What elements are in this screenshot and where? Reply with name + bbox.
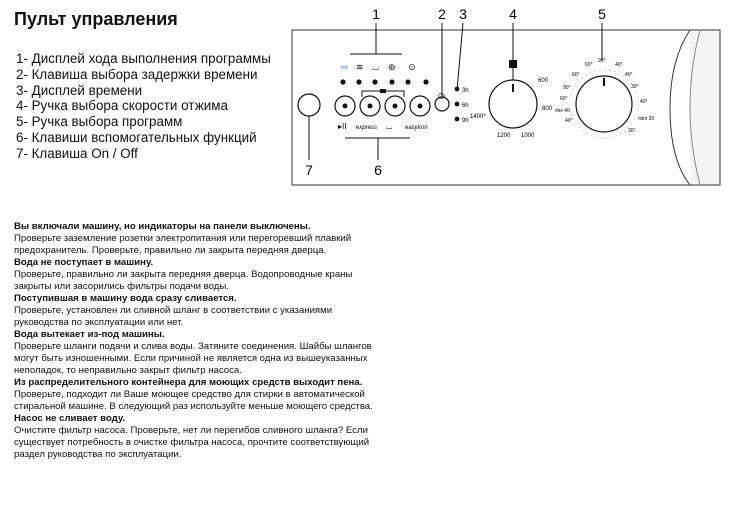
- spin-1200: 1200: [497, 133, 511, 139]
- prog-40: 40°: [640, 99, 648, 105]
- indicator-led: [389, 79, 395, 85]
- progress-display: ⇨ ≋ ⌴ ⊛ ⊙: [340, 62, 429, 85]
- prog-mix40: mix 40: [555, 108, 570, 114]
- indicator-led: [340, 79, 346, 85]
- spin-1400: 1400*: [470, 114, 486, 120]
- trouble-answer: Проверьте заземление розетки электропита…: [14, 233, 352, 256]
- prog-30b: 30°: [628, 128, 636, 134]
- indicator-led: [372, 79, 378, 85]
- program-knob: 90° 60° 40° 60° 40° 30° 90° 60° 40° mix …: [555, 58, 654, 139]
- delay-9h: 9h: [462, 118, 469, 124]
- callout-5: 5: [598, 6, 606, 22]
- prog-60-synth: 60°: [572, 72, 580, 78]
- legend-item: 2- Клавиша выбора задержки времени: [16, 66, 258, 82]
- prog-60-cotton: 60°: [585, 62, 593, 68]
- prog-60: 60°: [560, 96, 568, 102]
- aux-buttons: ▸II express easyiron ⌴: [334, 89, 431, 131]
- legend-list: 1- Дисплей хода выполнения программы 2- …: [16, 51, 271, 162]
- start-pause-icon: ▸II: [338, 122, 346, 131]
- aux-label-express: express: [356, 125, 377, 131]
- callout-3: 3: [459, 6, 467, 22]
- trouble-answer: Очистите фильтр насоса. Проверьте, нет л…: [14, 425, 370, 460]
- legend-item: 1- Дисплей хода выполнения программы: [16, 51, 271, 66]
- prog-40b: 40°: [565, 118, 573, 124]
- prog-40-cotton: 40°: [615, 62, 623, 68]
- end-icon: ⊙: [408, 62, 416, 72]
- legend-item: 3- Дисплей времени: [16, 82, 143, 98]
- callout-1: 1: [372, 6, 380, 22]
- trouble-question: Поступившая в машину вода сразу сливаетс…: [14, 293, 237, 304]
- callout-4: 4: [509, 6, 517, 22]
- prog-30: 30°: [631, 84, 639, 90]
- trouble-question: Насос не сливает воду.: [14, 413, 126, 424]
- spin-1000: 1000: [521, 133, 535, 139]
- trouble-question: Вы включали машину, но индикаторы на пан…: [14, 221, 311, 232]
- delay-button: [434, 96, 450, 112]
- wash-icon: ≋: [356, 62, 364, 72]
- aux-label-easyiron: easyiron: [405, 125, 428, 131]
- trouble-answer: Проверьте, установлен ли сливной шланг в…: [14, 305, 333, 328]
- extra-rinse-icon: ⌴: [386, 122, 392, 131]
- trouble-answer: Проверьте, правильно ли закрыта передняя…: [14, 269, 353, 292]
- delay-3h: 3h: [462, 88, 469, 94]
- delay-6h: 6h: [462, 103, 469, 109]
- legend-item: 5- Ручка выбора программ: [16, 114, 183, 130]
- callout-2: 2: [438, 6, 446, 22]
- panel-edge: [690, 29, 721, 186]
- legend-item: 6- Клавиши вспомогательных функций: [16, 129, 257, 145]
- time-display: 3h 6h 9h: [454, 86, 469, 124]
- prog-mini30: mini 30: [638, 116, 654, 122]
- callout-7: 7: [305, 162, 313, 178]
- trouble-question: Из распределительного контейнера для мою…: [14, 377, 363, 388]
- page-title: Пульт управления: [14, 9, 178, 29]
- prewash-icon: ⇨: [341, 62, 349, 72]
- troubleshooting: Вы включали машину, но индикаторы на пан…: [14, 221, 374, 461]
- legend-item: 4- Ручка выбора скорости отжима: [16, 98, 228, 114]
- trouble-question: Вода вытекает из-под машины.: [14, 329, 165, 340]
- prog-40-synth: 40°: [625, 72, 633, 78]
- prog-90-cotton: 90°: [598, 58, 606, 64]
- control-panel-diagram: 1 2 3 4 5 6 7 ⇨ ≋ ⌴ ⊛ ⊙: [291, 6, 721, 186]
- prog-90: 90°: [563, 85, 571, 91]
- callout-6: 6: [374, 162, 382, 178]
- legend-item: 7- Клавиша On / Off: [16, 145, 138, 161]
- spin-800: 800: [542, 106, 553, 112]
- rinse-icon: ⌴: [372, 62, 379, 72]
- spin-knob: 600 800 1000 1200 1400*: [470, 60, 553, 139]
- on-off-button: [297, 93, 321, 117]
- spin-icon: ⊛: [388, 62, 396, 72]
- indicator-led: [356, 79, 362, 85]
- trouble-answer: Проверьте, подходит ли Ваше моющее средс…: [14, 389, 373, 412]
- trouble-answer: Проверьте шланги подачи и слива воды. За…: [14, 341, 372, 376]
- indicator-led: [405, 79, 411, 85]
- indicator-led: [423, 79, 429, 85]
- trouble-question: Вода не поступает в машину.: [14, 257, 154, 268]
- panel-edge-curve: [689, 29, 701, 186]
- spin-600: 600: [538, 78, 549, 84]
- clock-icon: ◷: [438, 91, 445, 100]
